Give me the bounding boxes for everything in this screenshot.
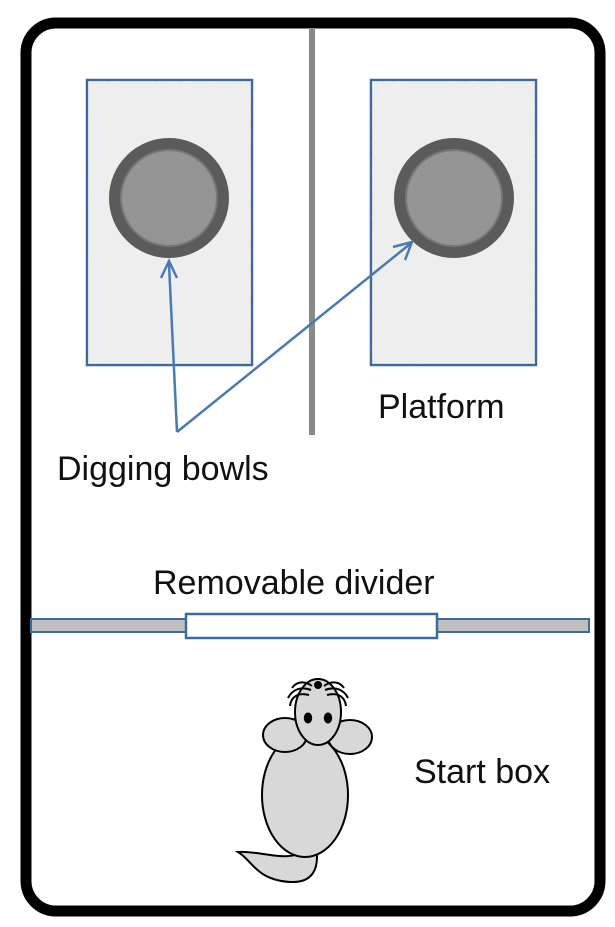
divider-gate — [184, 612, 439, 640]
mouse-icon — [234, 678, 373, 884]
start-box-label: Start box — [414, 753, 550, 791]
platform-label: Platform — [378, 388, 505, 426]
pointer-arrows — [159, 240, 415, 433]
removable-divider-label: Removable divider — [153, 564, 435, 602]
removable-divider — [30, 612, 590, 640]
digging-bowl-left — [109, 138, 229, 258]
digging-bowls-label: Digging bowls — [57, 450, 269, 488]
digging-bowl-right — [394, 138, 514, 258]
